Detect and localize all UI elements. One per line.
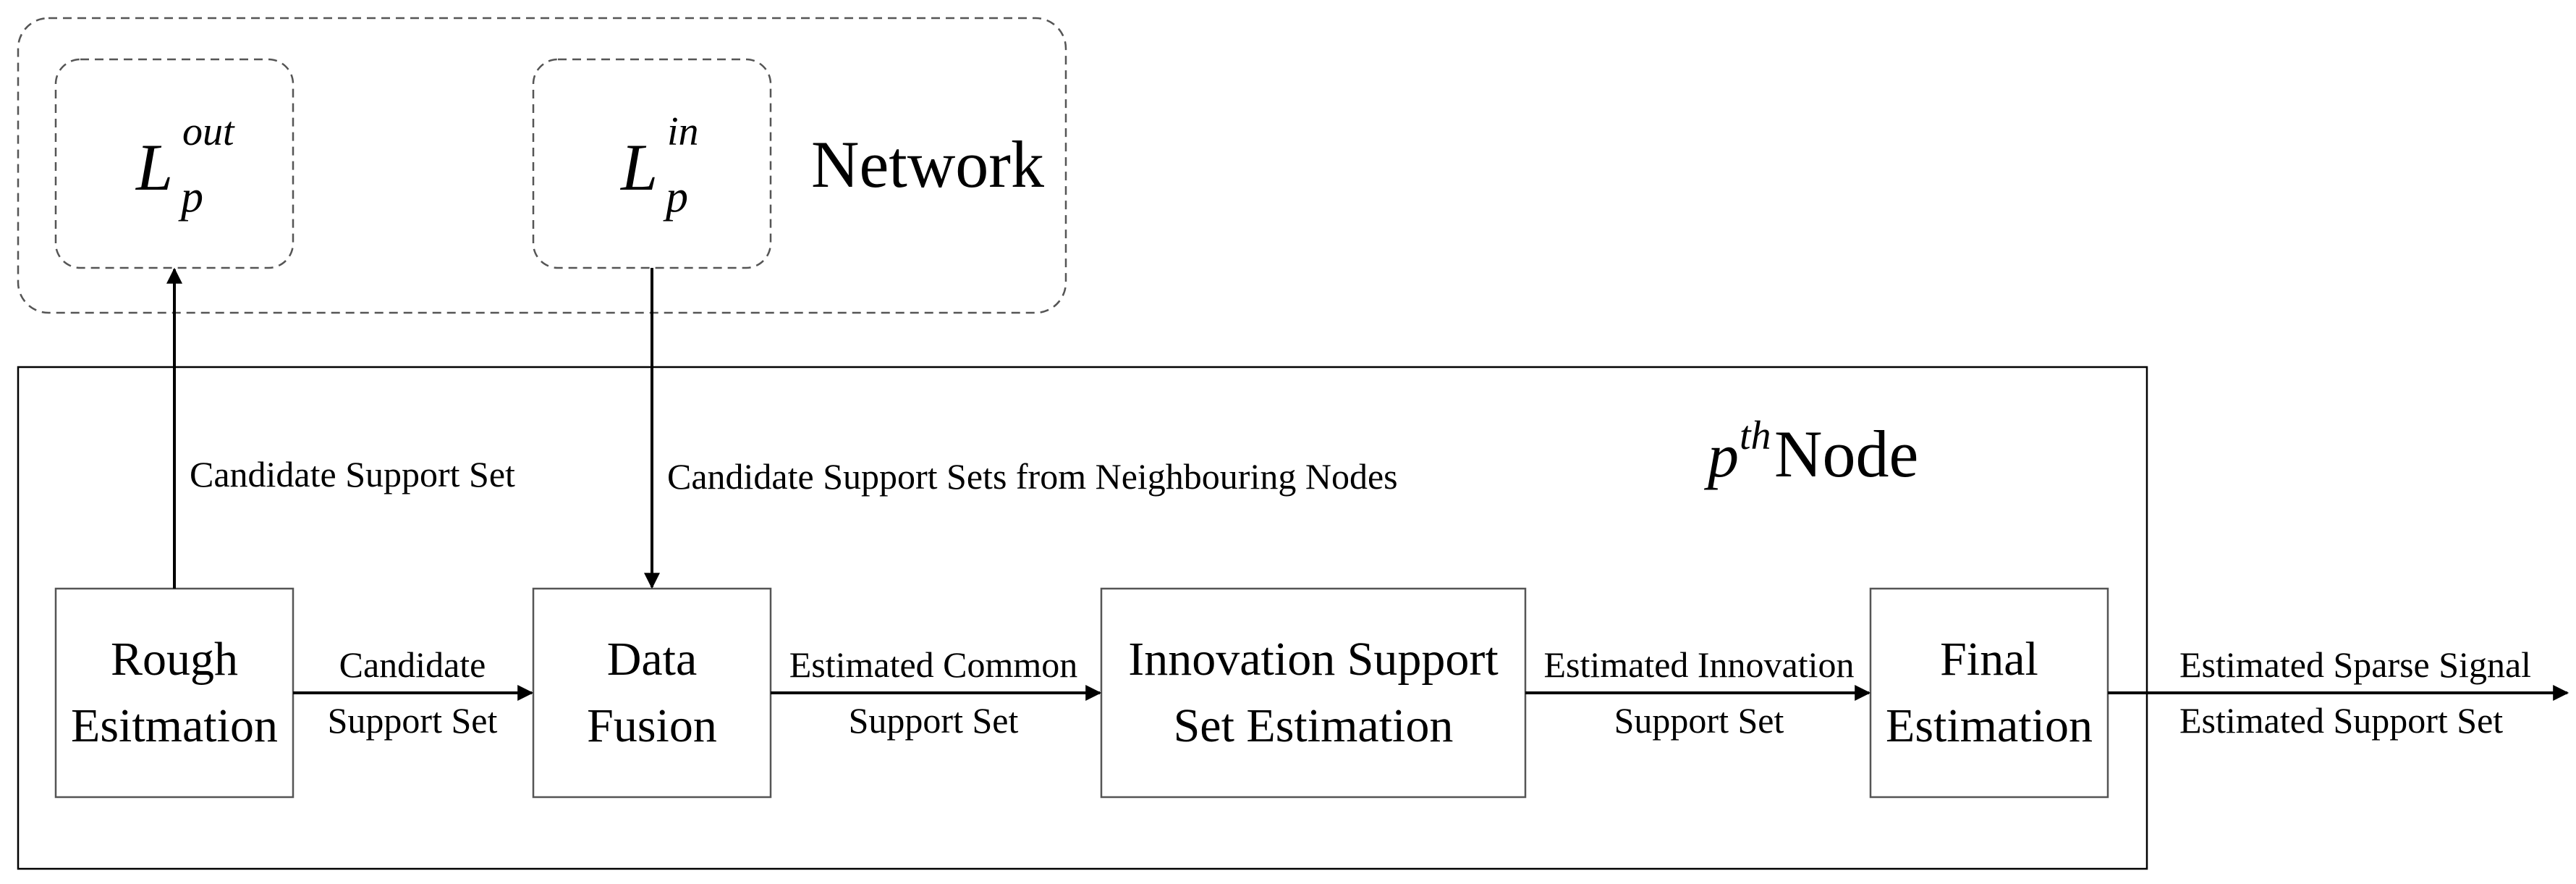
node-container bbox=[17, 366, 2148, 870]
label-rough-to-fusion-line2: Support Set bbox=[328, 700, 498, 741]
lin-sub: p bbox=[663, 172, 688, 222]
rough-estimation-line1: Rough bbox=[111, 633, 238, 686]
label-lin-to-fusion: Candidate Support Sets from Neighbouring… bbox=[667, 456, 1398, 497]
label-fusion-to-innovation-line1: Estimated Common bbox=[789, 644, 1078, 685]
data-fusion-line1: Data bbox=[607, 633, 698, 686]
network-container bbox=[17, 17, 1067, 314]
label-innovation-to-final-line1: Estimated Innovation bbox=[1543, 644, 1854, 685]
lout-base: L bbox=[135, 130, 173, 204]
lin-base: L bbox=[619, 130, 658, 204]
data-fusion-block bbox=[532, 587, 772, 799]
lout-box bbox=[54, 58, 295, 269]
label-rough-to-fusion-line1: Candidate bbox=[339, 644, 486, 685]
lout-sub: p bbox=[178, 172, 203, 222]
node-title-text: Node bbox=[1774, 417, 1918, 491]
label-fusion-to-innovation-line2: Support Set bbox=[849, 700, 1019, 741]
final-estimation-block bbox=[1869, 587, 2109, 799]
label-output-line1: Estimated Sparse Signal bbox=[2179, 644, 2531, 685]
network-label: Network bbox=[811, 127, 1044, 201]
lout-sup: out bbox=[182, 109, 235, 154]
rough-estimation-line2: Esitmation bbox=[71, 699, 278, 752]
label-innovation-to-final-line2: Support Set bbox=[1614, 700, 1784, 741]
final-estimation-line2: Estimation bbox=[1886, 699, 2093, 752]
node-title-var: p bbox=[1703, 421, 1739, 490]
final-estimation-line1: Final bbox=[1940, 633, 2038, 686]
innovation-support-line1: Innovation Support bbox=[1128, 633, 1498, 686]
node-title-sup: th bbox=[1740, 413, 1771, 458]
innovation-support-line2: Set Estimation bbox=[1174, 699, 1454, 752]
lin-box bbox=[532, 58, 772, 269]
label-output-line2: Estimated Support Set bbox=[2179, 700, 2503, 741]
rough-estimation-block bbox=[54, 587, 295, 799]
data-fusion-line2: Fusion bbox=[587, 699, 717, 752]
lin-sup: in bbox=[667, 109, 699, 154]
innovation-support-block bbox=[1100, 587, 1527, 799]
label-rough-to-lout: Candidate Support Set bbox=[190, 454, 515, 494]
